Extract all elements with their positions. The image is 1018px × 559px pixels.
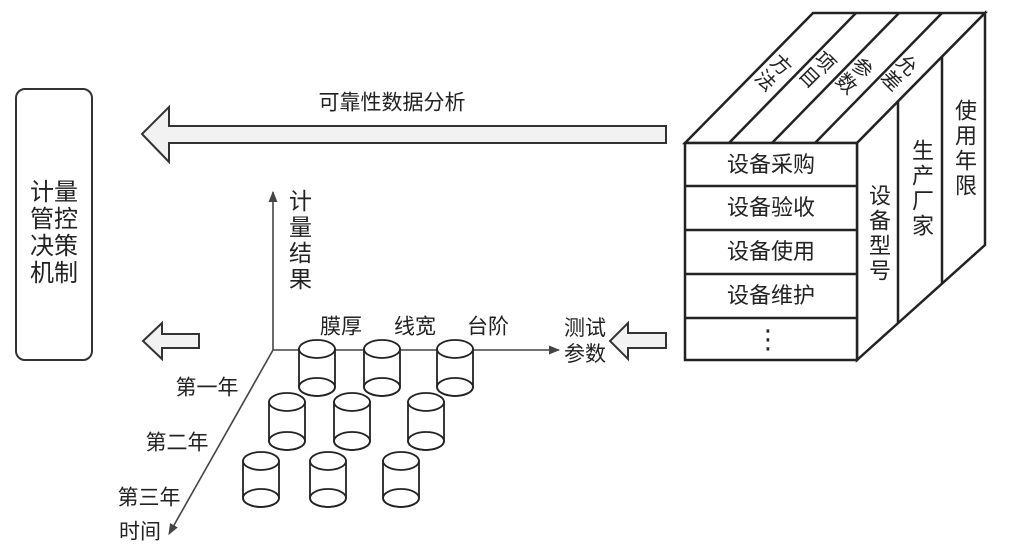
decision-box (15, 88, 93, 361)
equipment-cube (682, 9, 988, 363)
cube-side-label: 设备型号 (865, 184, 890, 284)
decision-box-label: 计量管控决策机制 (30, 178, 78, 287)
sample-cylinder (298, 339, 336, 397)
top-stripe-divider (771, 12, 900, 144)
x-axis-label: 测试参数 (564, 316, 606, 366)
cube-row-label: 设备采购 (726, 153, 816, 178)
parameter-label: 线宽 (394, 314, 436, 339)
y-axis-label: 计量结果 (284, 189, 311, 293)
parameter-label: 膜厚 (320, 314, 362, 339)
reliability-analysis-arrow (140, 104, 667, 165)
sample-cylinder (436, 339, 474, 397)
sample-cylinder (363, 339, 401, 397)
top-stripe-divider (814, 12, 943, 144)
output-arrow (141, 320, 200, 362)
sample-cylinder (382, 451, 420, 508)
cube-side-label: 生产厂家 (908, 139, 933, 239)
reliability-analysis-label: 可靠性数据分析 (318, 90, 466, 115)
time-axis-label: 时间 (119, 519, 161, 544)
sample-cylinder (268, 392, 306, 451)
year-label: 第一年 (175, 375, 239, 400)
top-stripe-divider (728, 12, 857, 144)
input-arrow (608, 320, 667, 362)
parameter-label: 台阶 (467, 314, 509, 339)
cube-side-label: 使用年限 (951, 99, 976, 199)
cube-row-label: 设备使用 (726, 240, 816, 265)
sample-cylinder (242, 451, 280, 508)
year-label: 第二年 (145, 430, 209, 455)
time-axis (168, 349, 274, 535)
ellipsis-icon: ⋮ (755, 325, 781, 355)
cube-front-face (683, 141, 859, 362)
cube-row-label: 设备验收 (726, 196, 816, 221)
sample-cylinders (242, 339, 474, 508)
year-label: 第三年 (117, 485, 181, 510)
sample-cylinder (309, 451, 347, 508)
sample-cylinder (407, 392, 445, 451)
cube-row-label: 设备维护 (726, 284, 816, 309)
sample-cylinder (333, 392, 371, 451)
